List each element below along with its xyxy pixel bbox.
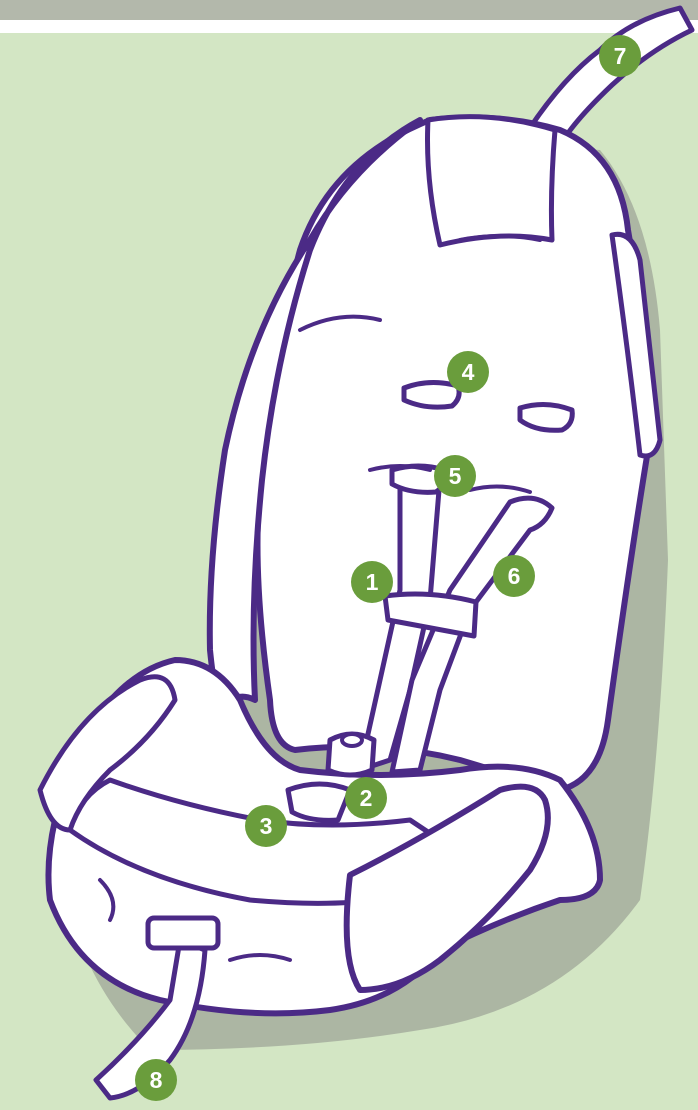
callout-8: 8 (135, 1059, 177, 1101)
right-shoulder-strap (389, 495, 555, 775)
left-armrest (37, 674, 178, 833)
harness-slot-right (517, 402, 575, 433)
svg-text:5: 5 (449, 463, 462, 489)
top-divider (0, 20, 698, 33)
top-tether-strap (519, 5, 695, 148)
top-bar (0, 0, 698, 20)
harness-slot-left (401, 380, 462, 410)
right-armrest (343, 783, 551, 993)
chest-clip (382, 591, 479, 639)
svg-text:7: 7 (614, 43, 627, 69)
seat-stitch-lines (98, 234, 542, 962)
callout-7: 7 (599, 35, 641, 77)
side-handle (609, 231, 663, 459)
callout-1: 1 (351, 561, 393, 603)
svg-text:1: 1 (366, 569, 379, 595)
callout-4: 4 (447, 351, 489, 393)
strap-adjuster (145, 915, 221, 951)
svg-text:8: 8 (150, 1067, 163, 1093)
svg-text:4: 4 (462, 359, 475, 385)
buckle-tongue (285, 781, 353, 823)
svg-text:2: 2 (360, 785, 373, 811)
headrest-pad (425, 114, 558, 248)
callout-2: 2 (345, 777, 387, 819)
svg-text:6: 6 (508, 563, 521, 589)
callout-3: 3 (245, 805, 287, 847)
lower-anchor-strap (93, 937, 208, 1101)
callout-5: 5 (434, 455, 476, 497)
svg-text:3: 3 (260, 813, 273, 839)
callout-6: 6 (493, 555, 535, 597)
